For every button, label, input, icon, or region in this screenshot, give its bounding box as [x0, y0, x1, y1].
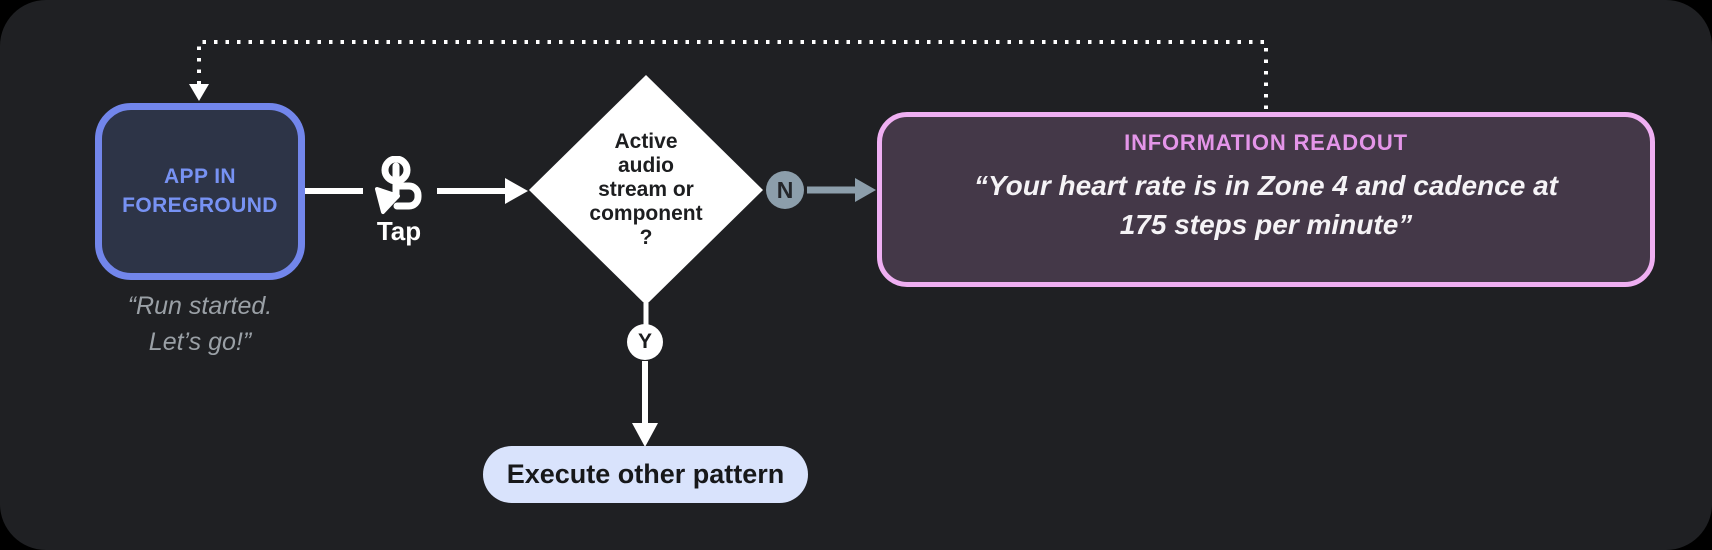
execute-pattern-node: Execute other pattern [483, 446, 808, 503]
app-foreground-node: APP IN FOREGROUND [95, 103, 305, 280]
decision-question: Active audio stream or component ? [589, 129, 703, 250]
readout-arrowhead-icon [855, 178, 876, 202]
tap-gesture-icon [375, 156, 422, 214]
tap-label: Tap [376, 216, 422, 246]
information-readout-node: INFORMATION READOUT “Your heart rate is … [877, 112, 1655, 287]
branch-no-badge: N [766, 171, 804, 209]
app-voice-caption: “Run started. Let’s go!” [127, 292, 273, 356]
readout-title: INFORMATION READOUT [1124, 130, 1408, 155]
execute-pattern-label: Execute other pattern [506, 459, 785, 489]
feedback-arrowhead-icon [189, 84, 209, 101]
decision-arrowhead-icon [505, 178, 528, 204]
action-arrowhead-icon [632, 423, 658, 447]
app-foreground-label: APP IN FOREGROUND [122, 165, 278, 217]
branch-yes-badge: Y [627, 324, 663, 360]
readout-speech: “Your heart rate is in Zone 4 and cadenc… [973, 170, 1559, 240]
feedback-dotted-connector [197, 40, 1268, 109]
